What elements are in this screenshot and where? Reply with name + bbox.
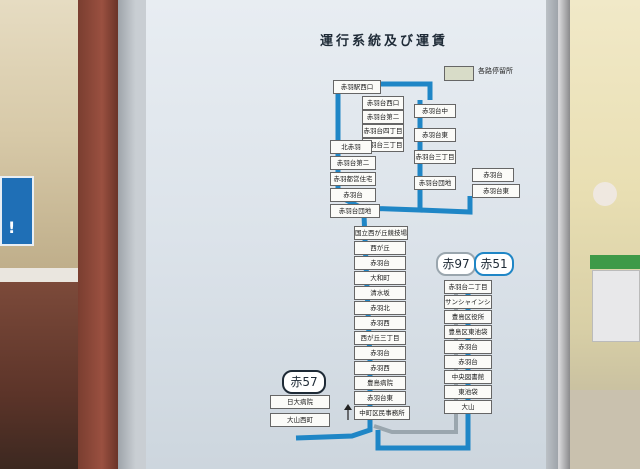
- stop-51: 大山: [444, 400, 492, 414]
- stop-trunk: 赤羽北: [354, 301, 406, 315]
- lamp: [593, 182, 617, 206]
- route-badge-97: 赤97: [436, 252, 476, 276]
- stop-col-c: 赤羽都営住宅: [330, 172, 376, 186]
- route-badge-51: 赤51: [474, 252, 514, 276]
- stop-57: 大山西町: [270, 413, 330, 427]
- stop-col-b: 赤羽台中: [414, 104, 456, 118]
- stop-col-c: 赤羽台団地: [330, 204, 380, 218]
- stop-right-top: 赤羽台: [472, 168, 514, 182]
- stop-trunk: 国立西が丘競技場: [354, 226, 408, 240]
- blue-sign: !: [0, 176, 34, 246]
- stop-col-a: 赤羽台第二: [362, 110, 404, 124]
- stop-51: 赤羽台二丁目: [444, 280, 492, 294]
- door-frame: [78, 0, 118, 469]
- direction-arrow: [344, 404, 352, 410]
- stop-col-b: 赤羽台三丁目: [414, 150, 456, 164]
- stop-col-a: 赤羽台三丁目: [362, 138, 404, 152]
- exclamation-icon: !: [8, 218, 16, 237]
- stop-trunk: 西が丘: [354, 241, 406, 255]
- stop-51: 中央図書館: [444, 370, 492, 384]
- stop-trunk: 西が丘三丁目: [354, 331, 406, 345]
- stop-right-top: 赤羽台東: [472, 184, 520, 198]
- stop-col-c: 赤羽台第二: [330, 156, 376, 170]
- stop-51: 豊島区東池袋: [444, 325, 492, 339]
- legend-label: 各路停留所: [478, 67, 513, 75]
- stop-51: 赤羽台: [444, 355, 492, 369]
- stop-top: 赤羽駅西口: [333, 80, 381, 94]
- stop-trunk: 清水坂: [354, 286, 406, 300]
- stop-junction: 赤羽台団地: [414, 176, 456, 190]
- stop-51: 東池袋: [444, 385, 492, 399]
- stop-51: サンシャインシティ: [444, 295, 492, 309]
- stop-trunk: 赤羽西: [354, 316, 406, 330]
- stop-trunk: 大和町: [354, 271, 406, 285]
- stop-col-c: 赤羽台: [330, 188, 376, 202]
- page-title: 運行系統及び運賃: [320, 34, 449, 49]
- stop-col-a: 赤羽台四丁目: [362, 124, 404, 138]
- stop-trunk: 豊島病院: [354, 376, 406, 390]
- stop-trunk: 赤羽西: [354, 361, 406, 375]
- route-badge-57: 赤57: [282, 370, 326, 394]
- vending-machine: [592, 270, 640, 342]
- green-shelf: [590, 255, 640, 269]
- left-lower-wall: [0, 282, 78, 469]
- stop-51: 赤羽台: [444, 340, 492, 354]
- stop-trunk: 赤羽台: [354, 256, 406, 270]
- stop-col-b: 赤羽台東: [414, 128, 456, 142]
- legend-swatch: [444, 66, 474, 81]
- stop-trunk: 赤羽台東: [354, 391, 406, 405]
- stop-col-c: 北赤羽: [330, 140, 372, 154]
- stop-trunk: 赤羽台: [354, 346, 406, 360]
- stop-trunk: 中町区民事務所: [354, 406, 410, 420]
- stop-57: 日大病院: [270, 395, 330, 409]
- stop-51: 豊島区役所: [444, 310, 492, 324]
- left-shelf: [0, 268, 78, 282]
- stop-col-a: 赤羽台西口: [362, 96, 404, 110]
- floor: [570, 390, 640, 469]
- line-right-branch: [419, 196, 473, 215]
